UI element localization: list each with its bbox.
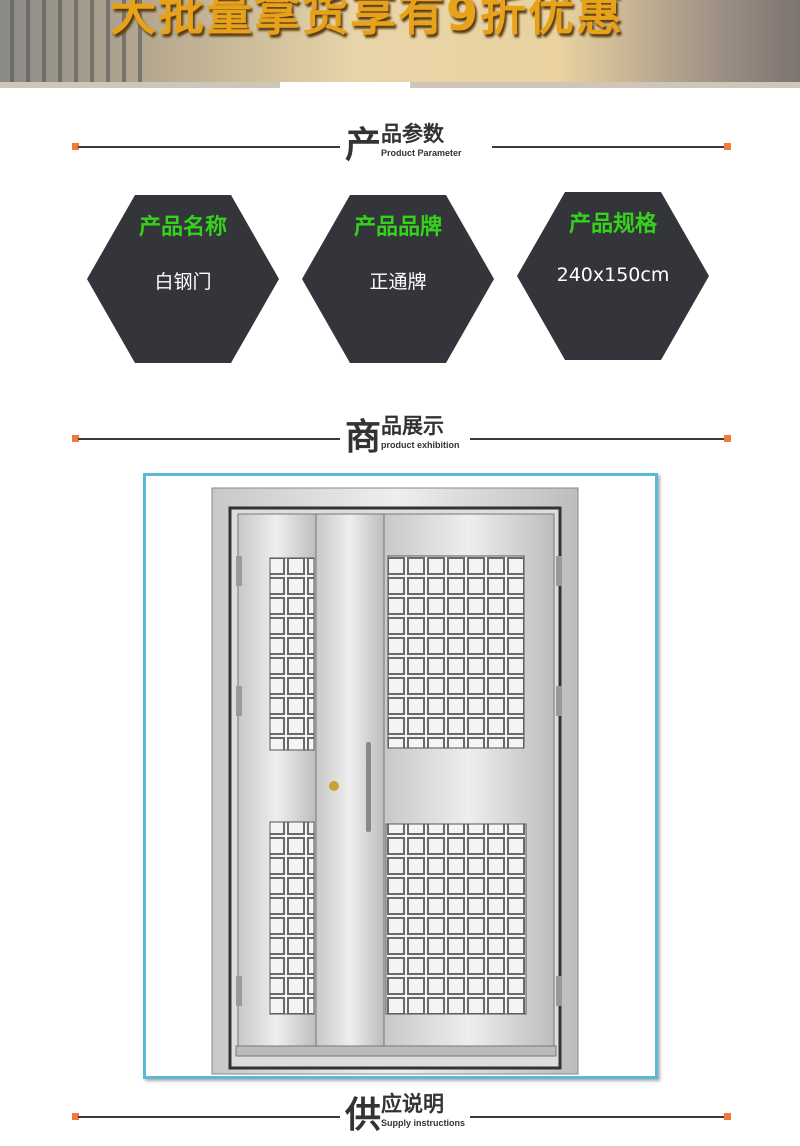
section-title-big: 商 xyxy=(345,417,382,458)
orange-dot xyxy=(724,1113,731,1120)
product-image-frame xyxy=(143,473,658,1079)
param-value: 240x150cm xyxy=(556,264,670,286)
orange-dot xyxy=(72,435,79,442)
section-title-big: 产 xyxy=(345,125,382,166)
param-label: 产品规格 xyxy=(568,212,657,237)
section-subtitle: Product Parameter xyxy=(381,148,462,158)
promo-banner: 大批量拿货享有9折优惠 xyxy=(0,0,800,88)
section-header-exhibition: 商品展示 product exhibition xyxy=(72,414,732,468)
railing-decoration xyxy=(10,0,150,82)
section-subtitle: Supply instructions xyxy=(381,1118,466,1128)
orange-dot xyxy=(72,143,79,150)
section-title: 品展示 xyxy=(381,414,445,438)
orange-dot xyxy=(724,143,731,150)
param-size: 产品规格 240x150cm xyxy=(517,192,709,360)
divider xyxy=(470,438,726,440)
section-title-big: 供 xyxy=(345,1095,382,1136)
section-title: 应说明 xyxy=(381,1092,445,1116)
section-header-parameter: 产品参数 Product Parameter xyxy=(72,122,732,176)
divider xyxy=(470,1116,726,1118)
banner-text: 大批量拿货享有9折优惠 xyxy=(110,0,625,41)
orange-dot xyxy=(724,435,731,442)
banner-gap xyxy=(280,82,410,88)
section-header-supply: 供应说明 Supply instructions xyxy=(72,1092,732,1146)
section-subtitle: product exhibition xyxy=(381,440,460,450)
section-title: 品参数 xyxy=(381,122,445,146)
param-value: 正通牌 xyxy=(369,271,427,293)
param-label: 产品名称 xyxy=(138,215,227,240)
steel-door-image xyxy=(211,487,579,1075)
divider xyxy=(78,146,340,148)
param-name: 产品名称白钢门 xyxy=(87,195,279,363)
param-label: 产品品牌 xyxy=(353,215,442,240)
param-value: 白钢门 xyxy=(154,271,212,293)
divider xyxy=(78,1116,340,1118)
param-brand: 产品品牌正通牌 xyxy=(302,195,494,363)
orange-dot xyxy=(72,1113,79,1120)
divider xyxy=(492,146,726,148)
divider xyxy=(78,438,340,440)
